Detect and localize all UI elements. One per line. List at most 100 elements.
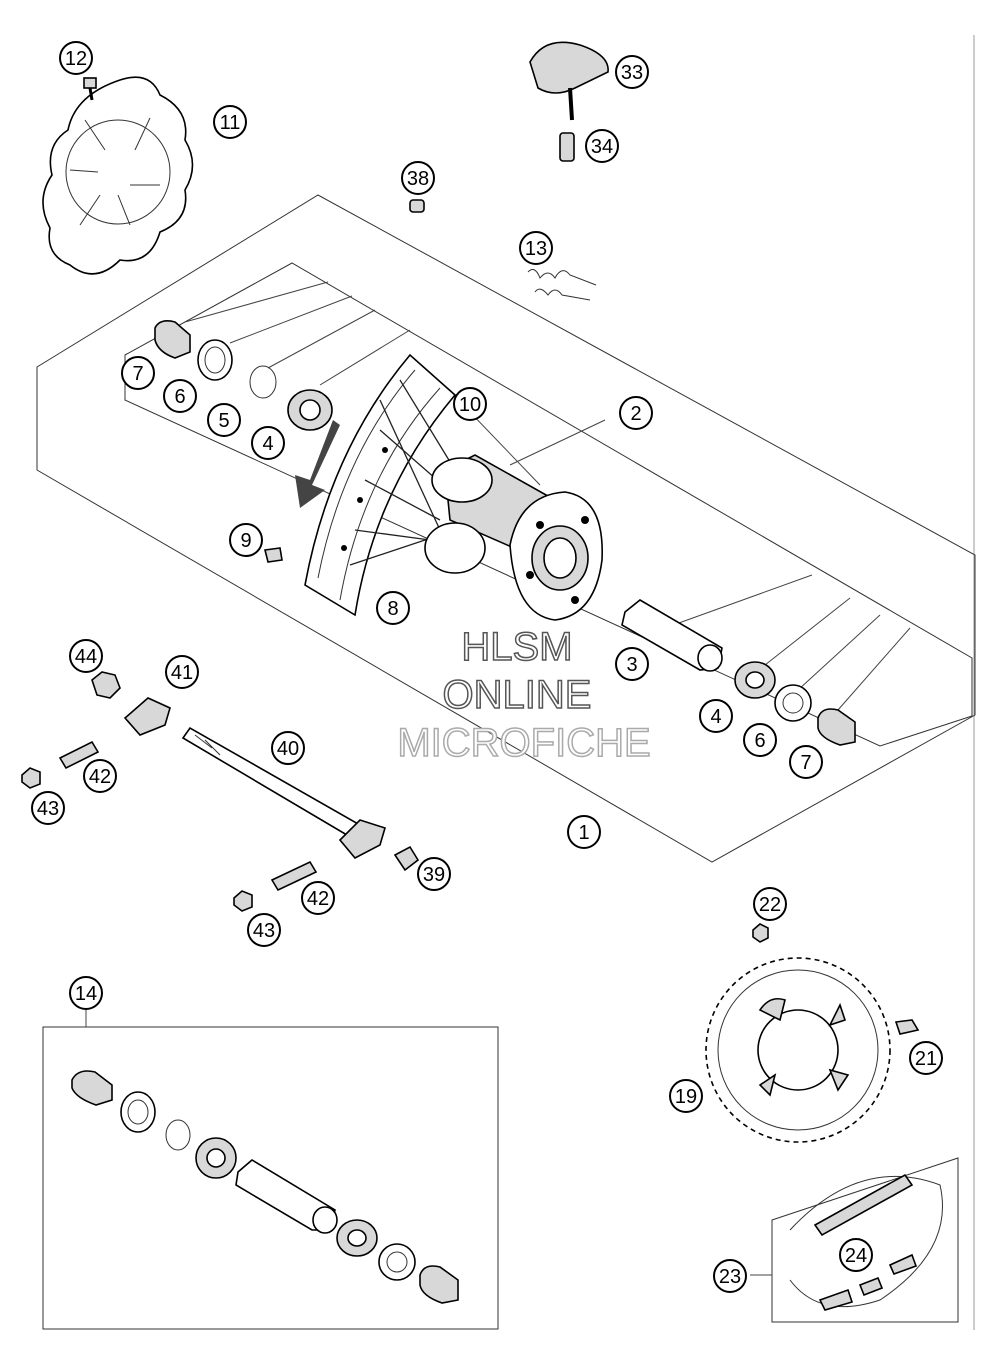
callout-7: 7 — [121, 356, 155, 390]
chain-adjuster-right — [338, 819, 386, 860]
callout-number: 34 — [591, 136, 613, 158]
callout-8: 8 — [376, 591, 410, 625]
callout-22: 22 — [753, 887, 787, 921]
callout-5: 5 — [207, 403, 241, 437]
nipple-screw — [264, 547, 283, 563]
callout-circle — [417, 857, 451, 891]
callout-circle — [453, 387, 487, 421]
lower-leader-lines — [664, 574, 911, 711]
callout-number: 4 — [262, 433, 273, 455]
callout-circle — [839, 1238, 873, 1272]
callout-circle — [69, 639, 103, 673]
callout-circle — [59, 41, 93, 75]
callout-34: 34 — [585, 129, 619, 163]
wheel-rim — [304, 353, 457, 617]
callout-circle — [301, 881, 335, 915]
callout-circle — [207, 403, 241, 437]
callout-13: 13 — [519, 231, 553, 265]
callout-number: 21 — [915, 1048, 937, 1070]
callout-44: 44 — [69, 639, 103, 673]
callout-9: 9 — [229, 523, 263, 557]
callout-circle — [376, 591, 410, 625]
callout-circle — [519, 231, 553, 265]
axle-nut — [91, 671, 121, 699]
callout-number: 38 — [407, 168, 429, 190]
callout-39: 39 — [417, 857, 451, 891]
callout-number: 14 — [75, 983, 97, 1005]
callout-circle — [121, 356, 155, 390]
callout-1: 1 — [567, 815, 601, 849]
callout-circle — [163, 379, 197, 413]
callout-circle — [31, 791, 65, 825]
callout-2: 2 — [619, 396, 653, 430]
lock-nut-left — [21, 767, 41, 789]
spacer-sleeve — [559, 132, 575, 162]
callout-circle — [909, 1041, 943, 1075]
callout-number: 43 — [37, 798, 59, 820]
callout-7: 7 — [789, 745, 823, 779]
callout-19: 19 — [669, 1079, 703, 1113]
chain-adjuster-left — [123, 697, 171, 736]
callout-3: 3 — [615, 647, 649, 681]
callout-circle — [83, 759, 117, 793]
callout-number: 6 — [754, 730, 765, 752]
callout-40: 40 — [271, 731, 305, 765]
watermark-line-2: ONLINE — [443, 673, 592, 717]
callout-12: 12 — [59, 41, 93, 75]
callout-number: 9 — [240, 530, 251, 552]
bearing-kit-box — [42, 1006, 499, 1330]
callout-number: 43 — [253, 920, 275, 942]
watermark-line-3: MICROFICHE — [397, 721, 650, 765]
sprocket-nut — [752, 923, 769, 943]
callout-number: 6 — [174, 386, 185, 408]
callout-circle — [165, 655, 199, 689]
callout-number: 44 — [75, 646, 97, 668]
callout-14: 14 — [69, 976, 103, 1010]
callout-number: 41 — [171, 662, 193, 684]
callout-number: 1 — [578, 822, 589, 844]
callout-number: 42 — [89, 766, 111, 788]
rear-sprocket — [705, 957, 891, 1143]
callout-number: 22 — [759, 894, 781, 916]
callout-circle — [753, 887, 787, 921]
left-bearing-set — [154, 320, 333, 431]
callout-42: 42 — [83, 759, 117, 793]
adjuster-screw-right — [270, 860, 318, 892]
hub-assembly-frame — [124, 262, 973, 747]
sprocket-screw — [894, 1019, 920, 1035]
callout-circle — [251, 426, 285, 460]
callout-24: 24 — [839, 1238, 873, 1272]
callout-number: 40 — [277, 738, 299, 760]
wheel-hub — [424, 454, 603, 621]
callout-10: 10 — [453, 387, 487, 421]
axle-plug — [393, 845, 420, 872]
callout-11: 11 — [213, 105, 247, 139]
callout-circle — [567, 815, 601, 849]
callout-number: 42 — [307, 888, 329, 910]
callout-circle — [615, 55, 649, 89]
callout-circle — [271, 731, 305, 765]
callout-circle — [619, 396, 653, 430]
rim-tape — [527, 269, 597, 301]
callout-number: 3 — [626, 654, 637, 676]
callout-circle — [401, 161, 435, 195]
callout-number: 12 — [65, 48, 87, 70]
watermark: HLSM ONLINE MICROFICHE — [397, 624, 652, 766]
callout-6: 6 — [163, 379, 197, 413]
callout-number: 7 — [800, 752, 811, 774]
callout-number: 10 — [459, 394, 481, 416]
rotation-arrow — [295, 420, 340, 508]
callout-41: 41 — [165, 655, 199, 689]
callout-number: 24 — [845, 1245, 867, 1267]
right-bearing-set — [621, 599, 856, 746]
callout-circle — [615, 647, 649, 681]
callout-number: 7 — [132, 363, 143, 385]
callout-circle — [69, 976, 103, 1010]
callout-42: 42 — [301, 881, 335, 915]
callout-number: 4 — [710, 706, 721, 728]
knob-part — [529, 41, 609, 121]
callout-circle — [713, 1259, 747, 1293]
callout-number: 23 — [719, 1266, 741, 1288]
callout-number: 13 — [525, 238, 547, 260]
